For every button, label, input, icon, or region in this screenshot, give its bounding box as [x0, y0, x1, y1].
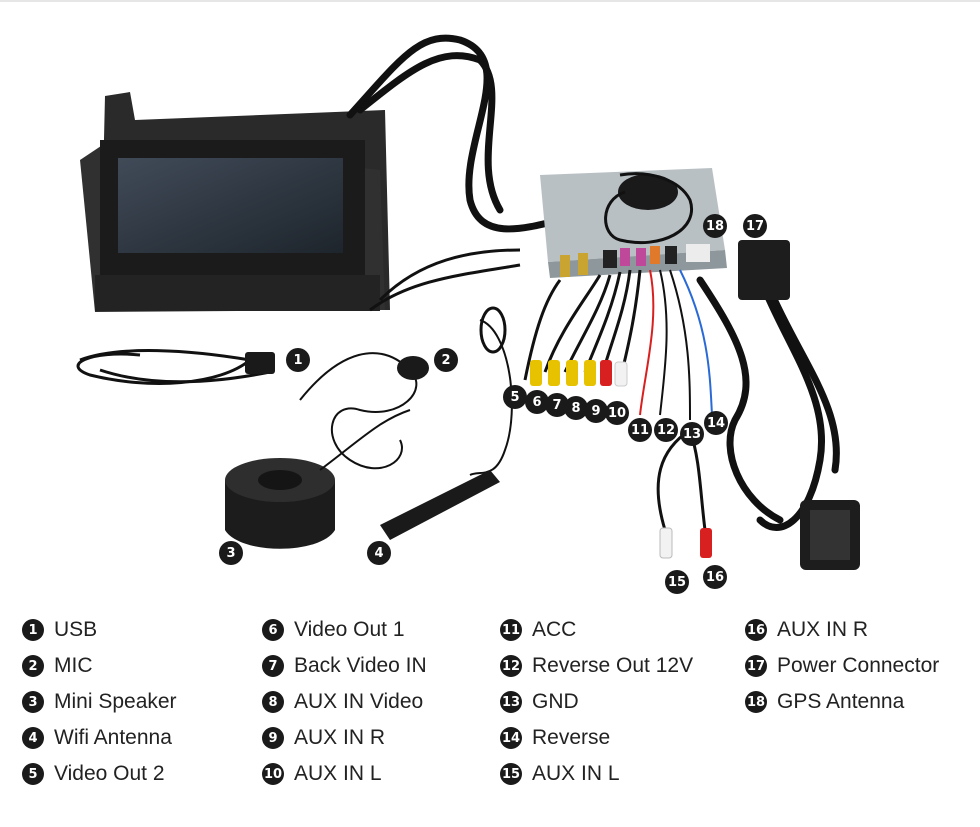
legend-number: 13 [500, 691, 522, 713]
monitor [80, 92, 390, 312]
legend-number: 6 [262, 619, 284, 641]
legend-number: 10 [262, 763, 284, 785]
legend-label: GPS Antenna [777, 690, 905, 713]
legend-number: 8 [262, 691, 284, 713]
wifi-antenna [380, 306, 513, 540]
legend-item: 15 AUX IN L [500, 756, 693, 792]
legend-number: 12 [500, 655, 522, 677]
legend-item: 10 AUX IN L [262, 756, 427, 792]
legend-number: 4 [22, 727, 44, 749]
legend-column-4: 16 AUX IN R 17 Power Connector 18 GPS Anten… [745, 612, 939, 720]
legend-number: 1 [22, 619, 44, 641]
legend-label: AUX IN R [777, 618, 869, 641]
legend-item: 2 MIC [22, 648, 177, 684]
legend-label: Video Out 1 [294, 618, 405, 641]
legend-item: 14 Reverse [500, 720, 693, 756]
power-harness [696, 276, 840, 531]
callout-marker-18: 18 [703, 214, 727, 238]
callout-marker-11: 11 [628, 418, 652, 442]
callout-marker-1: 1 [286, 348, 310, 372]
legend-label: AUX IN L [294, 762, 382, 785]
legend-item: 9 AUX IN R [262, 720, 427, 756]
legend-label: AUX IN L [532, 762, 620, 785]
callout-marker-10: 10 [605, 401, 629, 425]
callout-marker-2: 2 [434, 348, 458, 372]
legend-number: 5 [22, 763, 44, 785]
legend-label: AUX IN R [294, 726, 386, 749]
legend-item: 13 GND [500, 684, 693, 720]
rca-plugs [530, 360, 628, 387]
legend-number: 2 [22, 655, 44, 677]
legend-label: Reverse Out 12V [532, 654, 694, 677]
legend-label: USB [54, 618, 98, 641]
legend-label: MIC [54, 654, 93, 677]
callout-marker-8: 8 [564, 396, 588, 420]
legend-column-3: 11 ACC 12 Reverse Out 12V 13 GND 14 Reverse … [500, 612, 693, 792]
mini-speaker [225, 409, 411, 549]
legend-label: Video Out 2 [54, 762, 165, 785]
callout-marker-17: 17 [743, 214, 767, 238]
product-photo [76, 34, 860, 570]
legend-item: 18 GPS Antenna [745, 684, 939, 720]
legend-number: 18 [745, 691, 767, 713]
callout-marker-12: 12 [654, 418, 678, 442]
main-harness [346, 34, 564, 233]
legend-label: Wifi Antenna [54, 726, 172, 749]
legend-number: 15 [500, 763, 522, 785]
legend-number: 11 [500, 619, 522, 641]
legend-item: 4 Wifi Antenna [22, 720, 177, 756]
legend-item: 17 Power Connector [745, 648, 939, 684]
legend-column-2: 6 Video Out 1 7 Back Video IN 8 AUX IN Vide… [262, 612, 427, 792]
gps-antenna [604, 172, 694, 245]
legend-label: GND [532, 690, 579, 713]
legend-label: Power Connector [777, 654, 940, 677]
legend-number: 3 [22, 691, 44, 713]
legend-label: ACC [532, 618, 577, 641]
legend-label: Reverse [532, 726, 611, 749]
mic-cable [299, 352, 418, 470]
legend-label: Mini Speaker [54, 690, 177, 713]
legend-item: 7 Back Video IN [262, 648, 427, 684]
legend-label: AUX IN Video [294, 690, 424, 713]
callout-marker-9: 9 [584, 399, 608, 423]
legend-item: 1 USB [22, 612, 177, 648]
legend-item: 12 Reverse Out 12V [500, 648, 693, 684]
callout-marker-5: 5 [503, 385, 527, 409]
legend-label: Back Video IN [294, 654, 427, 677]
legend-item: 16 AUX IN R [745, 612, 939, 648]
legend-number: 14 [500, 727, 522, 749]
callout-marker-13: 13 [680, 422, 704, 446]
legend-item: 5 Video Out 2 [22, 756, 177, 792]
callout-marker-14: 14 [704, 411, 728, 435]
power-connector-plug [738, 240, 790, 300]
callout-marker-15: 15 [665, 570, 689, 594]
legend-item: 3 Mini Speaker [22, 684, 177, 720]
legend-number: 7 [262, 655, 284, 677]
legend-number: 9 [262, 727, 284, 749]
callout-marker-3: 3 [219, 541, 243, 565]
legend-item: 11 ACC [500, 612, 693, 648]
usb-cable [76, 349, 271, 385]
callout-marker-4: 4 [367, 541, 391, 565]
callout-marker-16: 16 [703, 565, 727, 589]
legend-number: 17 [745, 655, 767, 677]
legend-number: 16 [745, 619, 767, 641]
control-box [540, 168, 727, 278]
legend-item: 8 AUX IN Video [262, 684, 427, 720]
top-divider [0, 0, 980, 2]
legend-item: 6 Video Out 1 [262, 612, 427, 648]
